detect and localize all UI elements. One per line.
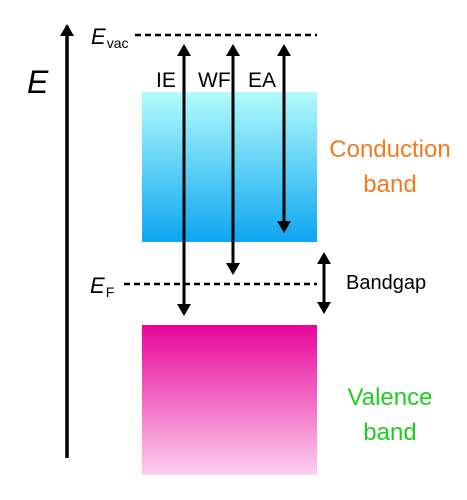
electron-affinity-label: EA — [248, 69, 277, 92]
valence-band — [142, 325, 317, 475]
fermi-level-label: EF — [90, 273, 115, 300]
bandgap-label: Bandgap — [346, 272, 427, 294]
energy-axis-label: E — [27, 64, 49, 100]
ionization-energy-label: IE — [156, 69, 176, 92]
valence-band-label: Valence band — [347, 384, 433, 446]
conduction-band-label: Conduction band — [329, 136, 451, 198]
work-function-label: WF — [198, 69, 231, 92]
conduction-band — [142, 92, 317, 242]
vacuum-level-label: Evac — [91, 24, 129, 51]
